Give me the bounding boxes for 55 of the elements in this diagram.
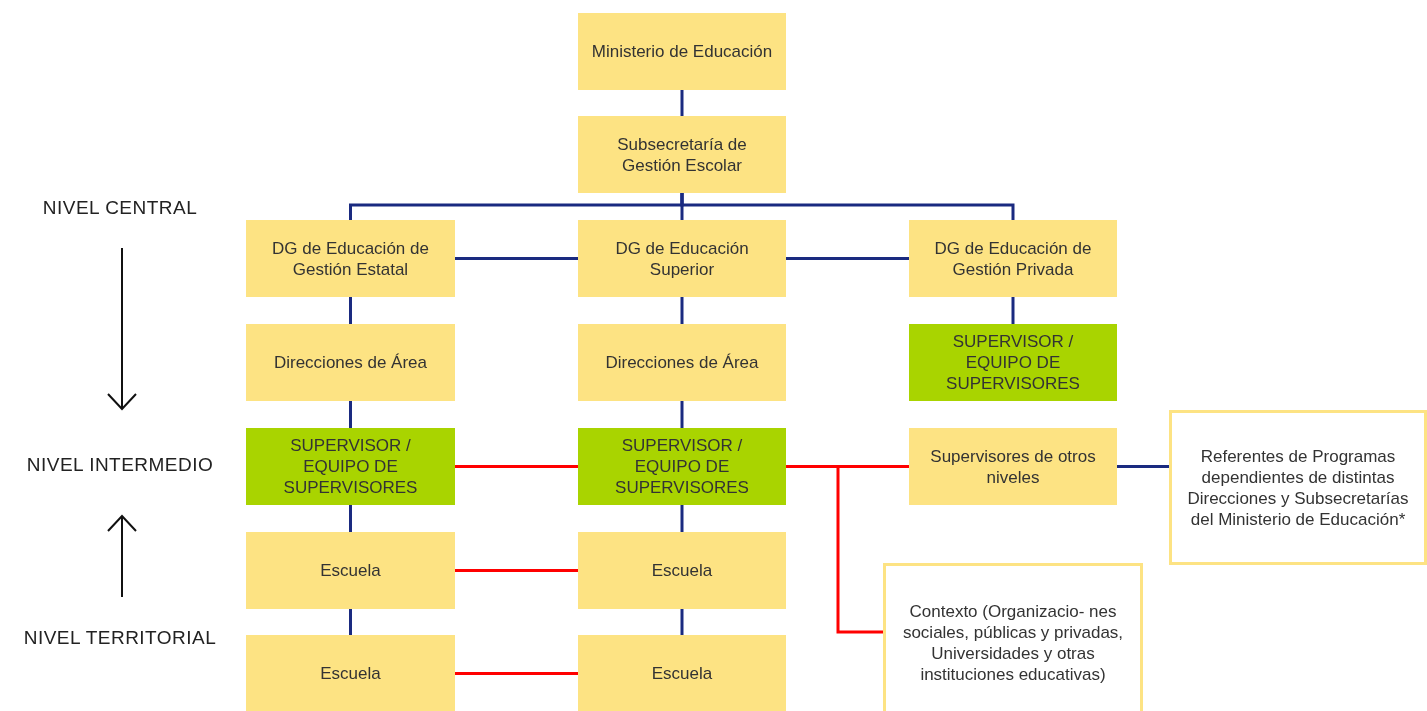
connector-line	[1117, 465, 1169, 468]
connector-line	[455, 569, 578, 572]
box-text: Direcciones de Área	[273, 352, 428, 373]
box-text: Direcciones de Área	[605, 352, 759, 373]
connector-line	[786, 257, 909, 260]
box-text: Contexto (Organizacio- nes sociales, públicas y privadas, Universidades y otras instituciones educativas)	[901, 601, 1125, 685]
box-text: Supervisores de otros niveles	[929, 445, 1097, 488]
connector-line	[349, 401, 352, 428]
connector-line	[349, 505, 352, 532]
org-box	[909, 324, 1117, 401]
box-text: DG de Educación Superior	[614, 237, 750, 280]
connector-line	[680, 609, 684, 635]
connector-line	[680, 505, 684, 532]
org-box	[578, 13, 786, 90]
org-box	[578, 116, 786, 193]
org-box	[246, 428, 455, 505]
box-text: Referentes de Programas dependientes de distintas Direcciones y Subsecretarías del Ministerio de Educación*	[1186, 445, 1410, 530]
org-box	[578, 220, 786, 297]
org-box	[246, 532, 455, 609]
connector-line	[680, 297, 684, 324]
box-text: Escuela	[320, 560, 381, 581]
connector-line	[1011, 297, 1015, 324]
box-text: SUPERVISOR / EQUIPO DE SUPERVISORES	[614, 435, 750, 498]
box-text: Escuela	[651, 560, 713, 581]
connector-line	[680, 401, 684, 428]
connector-line	[455, 465, 578, 468]
connector-line	[786, 465, 883, 634]
box-text: Escuela	[320, 663, 381, 684]
box-text: Ministerio de Educación	[591, 41, 773, 62]
connector-line	[455, 672, 578, 675]
connector-line	[349, 609, 352, 635]
connector-line	[680, 90, 684, 116]
box-text: Subsecretaría de Gestión Escolar	[616, 133, 748, 176]
org-box	[909, 220, 1117, 297]
connector-line	[680, 193, 1015, 220]
org-box	[909, 428, 1117, 505]
org-box	[578, 532, 786, 609]
connector-line	[455, 257, 578, 260]
box-text: SUPERVISOR / EQUIPO DE SUPERVISORES	[282, 435, 419, 498]
connector-line	[349, 297, 352, 324]
box-text: DG de Educación de Gestión Estatal	[271, 237, 430, 280]
level-label: NIVEL INTERMEDIO	[25, 453, 215, 477]
org-box	[246, 220, 455, 297]
note-box	[1169, 410, 1427, 565]
note-box	[883, 563, 1143, 711]
box-text: DG de Educación de Gestión Privada	[933, 237, 1093, 280]
org-box	[246, 324, 455, 401]
org-box	[578, 428, 786, 505]
org-box	[246, 635, 455, 711]
box-text: SUPERVISOR / EQUIPO DE SUPERVISORES	[945, 331, 1081, 394]
org-box	[578, 635, 786, 711]
box-text: Escuela	[651, 663, 713, 684]
level-label: NIVEL CENTRAL	[41, 196, 199, 220]
org-box	[578, 324, 786, 401]
level-label: NIVEL TERRITORIAL	[22, 626, 218, 650]
